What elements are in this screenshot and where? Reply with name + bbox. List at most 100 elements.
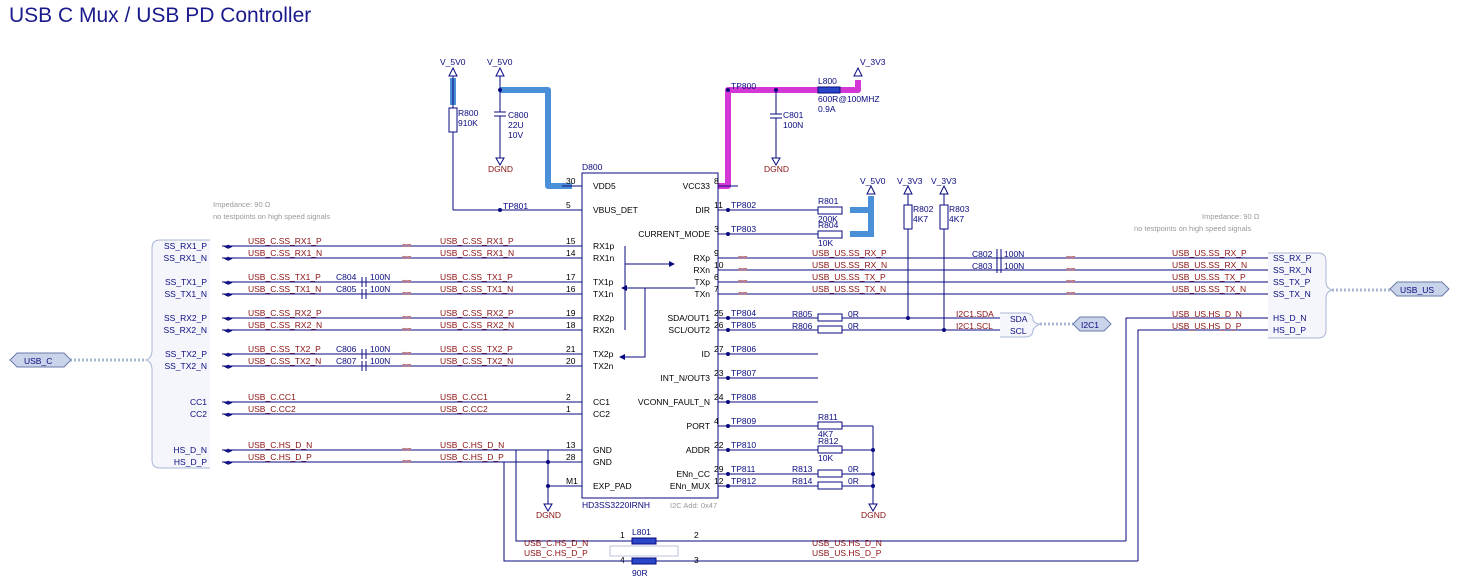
svg-text:100N: 100N bbox=[1004, 249, 1024, 259]
svg-text:SCL/OUT2: SCL/OUT2 bbox=[668, 325, 710, 335]
testpoint-tp806: TP806 bbox=[726, 344, 818, 356]
svg-text:RX1p: RX1p bbox=[593, 241, 615, 251]
svg-text:USB_C.SS_TX1_P: USB_C.SS_TX1_P bbox=[248, 272, 321, 282]
svg-text:USB_C.HS_D_P: USB_C.HS_D_P bbox=[440, 452, 504, 462]
svg-text:8: 8 bbox=[714, 176, 719, 186]
svg-text:DGND: DGND bbox=[764, 164, 789, 174]
diff-pair-icon: ≈≈ bbox=[1066, 288, 1076, 298]
i2c-sda-label: SDA bbox=[1010, 314, 1028, 324]
svg-text:100N: 100N bbox=[370, 284, 390, 294]
svg-text:RXn: RXn bbox=[693, 265, 710, 275]
svg-text:2: 2 bbox=[694, 530, 699, 540]
svg-text:TXn: TXn bbox=[694, 289, 710, 299]
svg-text:1: 1 bbox=[566, 404, 571, 414]
svg-text:19: 19 bbox=[566, 308, 576, 318]
svg-text:100N: 100N bbox=[370, 272, 390, 282]
testpoint-note-right: no testpoints on high speed signals bbox=[1134, 224, 1251, 233]
svg-text:10V: 10V bbox=[508, 130, 523, 140]
svg-text:10K: 10K bbox=[818, 238, 833, 248]
svg-text:CC2: CC2 bbox=[593, 409, 610, 419]
svg-text:USB_US: USB_US bbox=[1400, 285, 1434, 295]
dgnd-c800: DGND bbox=[488, 157, 513, 174]
diff-pair-icon: ≈≈ bbox=[402, 348, 412, 358]
svg-text:DGND: DGND bbox=[488, 164, 513, 174]
bidir-arrow: ◂▸ bbox=[224, 241, 233, 251]
testpoint-tp809: TP809 bbox=[726, 416, 818, 428]
svg-text:0R: 0R bbox=[848, 309, 859, 319]
svg-text:30: 30 bbox=[566, 176, 576, 186]
svg-text:100N: 100N bbox=[370, 344, 390, 354]
svg-text:10: 10 bbox=[714, 260, 724, 270]
svg-text:USB_C.SS_RX2_N: USB_C.SS_RX2_N bbox=[248, 320, 322, 330]
svg-text:R814: R814 bbox=[792, 476, 813, 486]
port-i2c1[interactable]: I2C1 bbox=[1072, 316, 1112, 332]
power-v5v0-3: V_5V0 bbox=[860, 176, 886, 195]
svg-text:TP803: TP803 bbox=[731, 224, 756, 234]
diff-pair-icon: ≈≈ bbox=[402, 360, 412, 370]
svg-text:DGND: DGND bbox=[536, 510, 561, 520]
diff-pair-icon: ≈≈ bbox=[1066, 276, 1076, 286]
svg-text:3: 3 bbox=[694, 555, 699, 565]
r802-resistor: R802 4K7 bbox=[903, 194, 934, 320]
svg-text:SS_RX1_P: SS_RX1_P bbox=[164, 241, 207, 251]
svg-text:USB_C.CC1: USB_C.CC1 bbox=[440, 392, 488, 402]
testpoint-tp810: TP810 bbox=[726, 440, 818, 452]
svg-text:0.9A: 0.9A bbox=[818, 104, 836, 114]
testpoint-tp812: TP812 bbox=[726, 476, 818, 488]
svg-text:R805: R805 bbox=[792, 309, 813, 319]
svg-text:HS_D_P: HS_D_P bbox=[174, 457, 207, 467]
svg-text:4: 4 bbox=[714, 416, 719, 426]
svg-text:V_5V0: V_5V0 bbox=[860, 176, 886, 186]
port-usb-us[interactable]: USB_US bbox=[1389, 281, 1450, 297]
svg-text:USB_US.HS_D_N: USB_US.HS_D_N bbox=[1172, 309, 1242, 319]
svg-text:VDD5: VDD5 bbox=[593, 181, 616, 191]
hs-routing: USB_C.HS_D_N USB_C.HS_D_P USB_US.HS_D_N … bbox=[503, 309, 1268, 562]
svg-text:CC1: CC1 bbox=[593, 397, 610, 407]
testpoint-tp800: TP800 bbox=[726, 81, 756, 92]
c805-capacitor: C805 100N bbox=[336, 284, 390, 299]
ic-d800-part: HD3SS3220IRNH bbox=[582, 500, 650, 510]
diff-pair-icon: ≈≈ bbox=[402, 252, 412, 262]
svg-text:SS_RX2_P: SS_RX2_P bbox=[164, 313, 207, 323]
power-v3v3-1: V_3V3 bbox=[853, 57, 886, 77]
svg-text:RX2p: RX2p bbox=[593, 313, 615, 323]
svg-text:USB_C.SS_RX1_P: USB_C.SS_RX1_P bbox=[440, 236, 514, 246]
net-i2c-sda: I2C1.SDA bbox=[956, 309, 994, 319]
svg-text:R803: R803 bbox=[949, 204, 970, 214]
l800-ferrite: L800 600R@100MHZ 0.9A bbox=[817, 76, 880, 114]
svg-text:USB_C.SS_RX2_P: USB_C.SS_RX2_P bbox=[440, 308, 514, 318]
bidir-arrow: ◂▸ bbox=[224, 253, 233, 263]
svg-text:HS_D_P: HS_D_P bbox=[1273, 325, 1306, 335]
power-v5v0-2: V_5V0 bbox=[487, 57, 513, 77]
svg-text:17: 17 bbox=[566, 272, 576, 282]
port-usb-c[interactable]: USB_C bbox=[9, 352, 72, 368]
svg-text:USB_C.SS_TX1_P: USB_C.SS_TX1_P bbox=[440, 272, 513, 282]
svg-text:USB_C.SS_RX2_P: USB_C.SS_RX2_P bbox=[248, 308, 322, 318]
diff-pair-icon: ≈≈ bbox=[402, 276, 412, 286]
impedance-note-right: Impedance: 90 Ω bbox=[1202, 212, 1260, 221]
svg-text:C805: C805 bbox=[336, 284, 357, 294]
net-i2c-scl: I2C1.SCL bbox=[956, 321, 993, 331]
svg-text:USB_C.SS_TX1_N: USB_C.SS_TX1_N bbox=[248, 284, 321, 294]
svg-text:R811: R811 bbox=[818, 412, 838, 422]
svg-text:TP802: TP802 bbox=[731, 200, 756, 210]
bidir-arrow: ◂▸ bbox=[224, 289, 233, 299]
diff-pair-icon: ≈≈ bbox=[402, 240, 412, 250]
svg-text:USB_C.SS_TX2_N: USB_C.SS_TX2_N bbox=[248, 356, 321, 366]
svg-text:TX2p: TX2p bbox=[593, 349, 614, 359]
svg-text:RXp: RXp bbox=[693, 253, 710, 263]
svg-text:4: 4 bbox=[620, 555, 625, 565]
diff-pair-icon: ≈≈ bbox=[738, 288, 748, 298]
svg-text:USB_US.SS_RX_N: USB_US.SS_RX_N bbox=[812, 260, 887, 270]
svg-text:100N: 100N bbox=[370, 356, 390, 366]
testpoint-tp802: TP802 bbox=[726, 200, 818, 212]
diff-pair-icon: ≈≈ bbox=[402, 456, 412, 466]
svg-text:TP806: TP806 bbox=[731, 344, 756, 354]
